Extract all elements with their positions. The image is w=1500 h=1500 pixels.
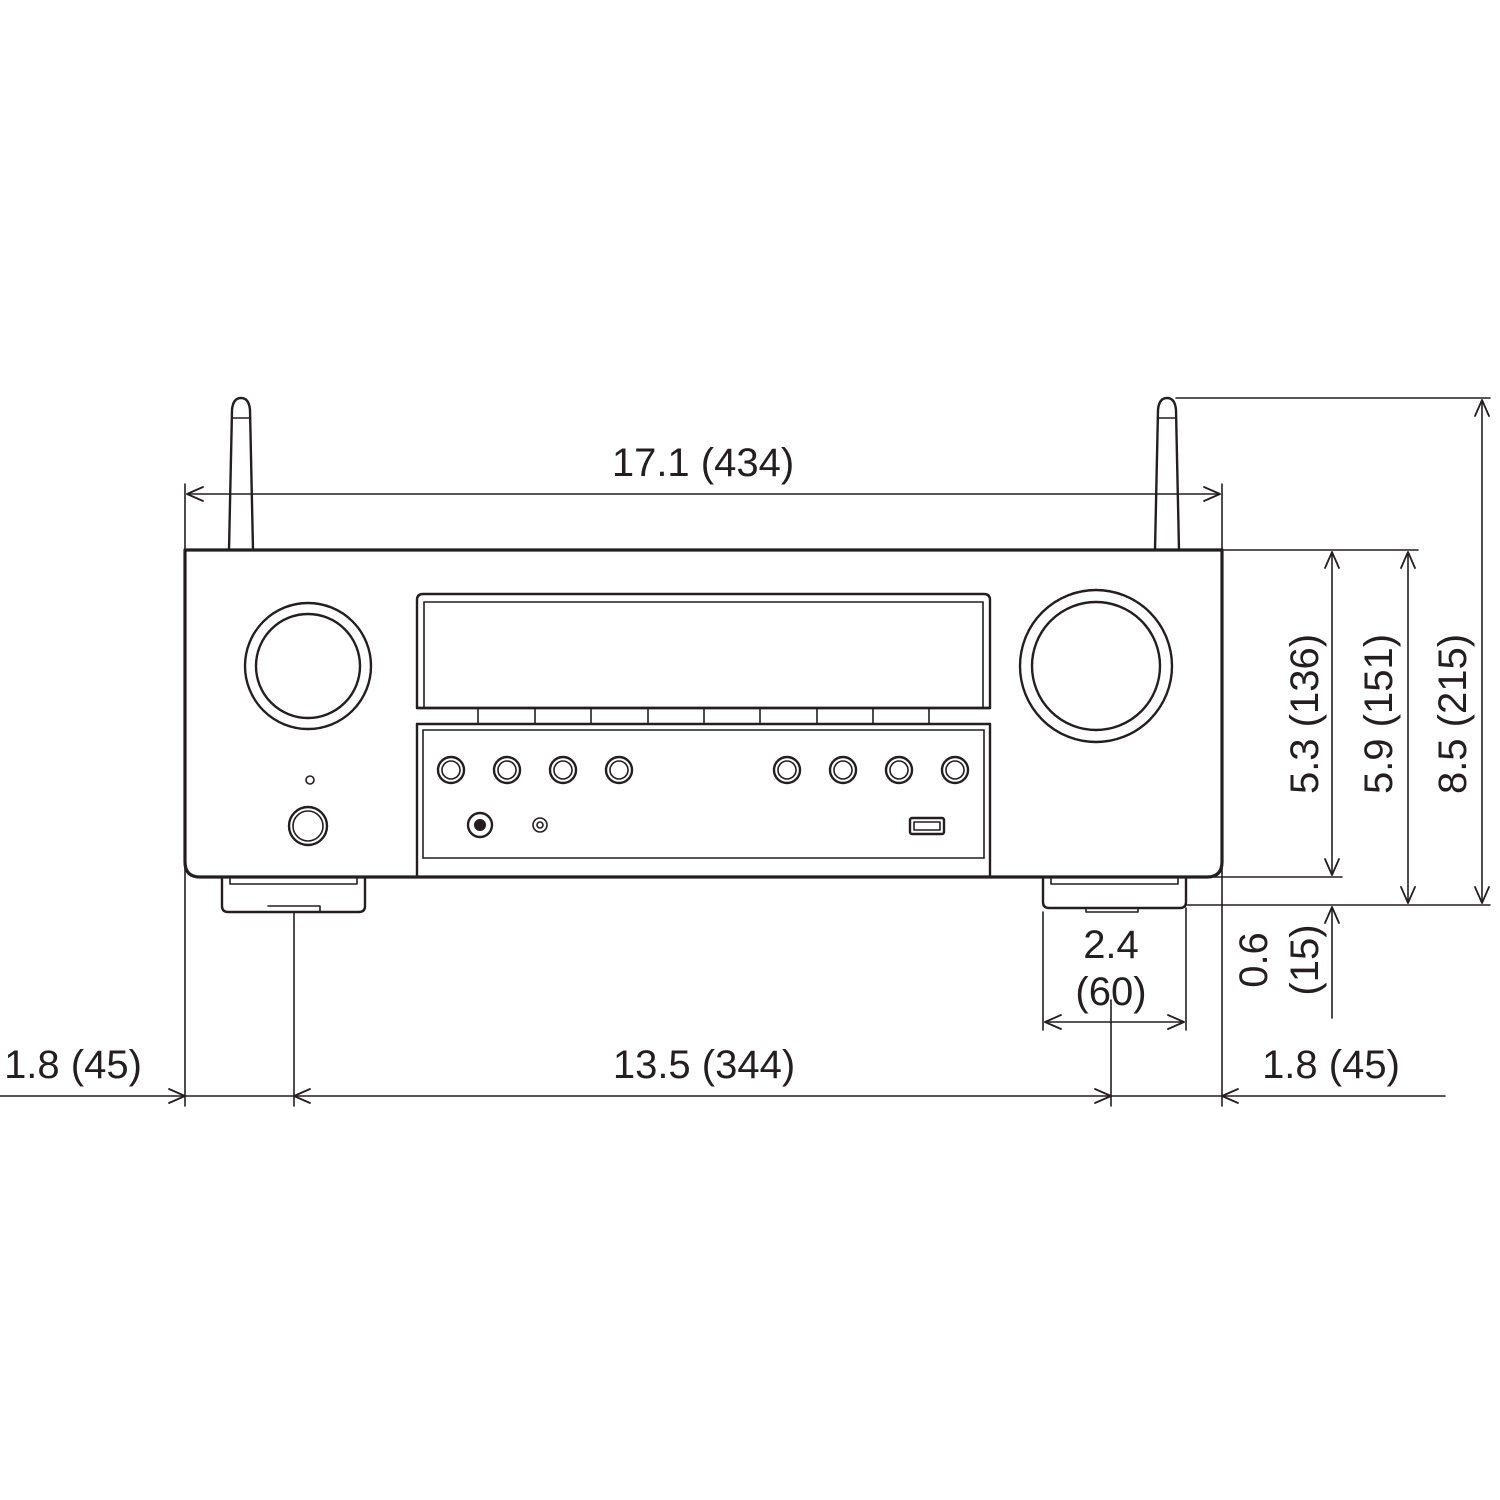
width-label: 17.1 (434) <box>612 441 794 485</box>
body-height-label: 5.3 (136) <box>1283 634 1327 794</box>
usb-port <box>908 816 946 836</box>
foot-spacing-dimension-line <box>0 1088 1446 1104</box>
left-antenna <box>227 396 255 552</box>
left-foot <box>220 875 367 914</box>
quick-select-button-strip <box>415 706 992 726</box>
foot-width-dimension-line <box>1044 1014 1185 1030</box>
setup-mic-jack <box>532 817 548 833</box>
control-button <box>548 755 578 785</box>
source-select-knob <box>243 601 373 731</box>
power-button <box>287 805 329 847</box>
right-antenna <box>1153 396 1181 552</box>
control-button <box>492 755 522 785</box>
height-with-antennas-dimension-line <box>1474 399 1490 904</box>
control-button <box>828 755 858 785</box>
height-with-antennas-label: 8.5 (215) <box>1431 634 1475 794</box>
foot-width-mm-label: (60) <box>1075 970 1146 1014</box>
power-indicator-led <box>305 775 315 785</box>
headphone-jack <box>466 811 494 839</box>
right-overhang-label: 1.8 (45) <box>1262 1043 1400 1087</box>
height-with-feet-label: 5.9 (151) <box>1357 634 1401 794</box>
foot-height-mm-label: (15) <box>1283 924 1327 995</box>
display-window <box>415 592 992 710</box>
control-button <box>772 755 802 785</box>
dimension-labels: 17.1 (434) 13.5 (344) 1.8 (45) 1.8 (45) … <box>4 441 1475 1087</box>
right-foot <box>1041 875 1188 913</box>
width-dimension-line <box>186 486 1221 502</box>
foot-spacing-label: 13.5 (344) <box>613 1043 795 1087</box>
height-with-feet-dimension-line <box>1400 551 1416 904</box>
body-height-dimension-line <box>1324 551 1340 876</box>
receiver-front-panel <box>183 396 1224 914</box>
control-button <box>940 755 970 785</box>
control-button <box>604 755 634 785</box>
control-button <box>436 755 466 785</box>
foot-height-dimension-line <box>1324 906 1340 1019</box>
lower-control-panel <box>415 722 992 878</box>
left-overhang-label: 1.8 (45) <box>4 1043 142 1087</box>
control-buttons <box>436 755 970 785</box>
dimension-lines <box>0 397 1491 1107</box>
foot-width-inch-label: 2.4 <box>1083 923 1139 967</box>
volume-knob <box>1018 588 1174 744</box>
foot-height-inch-label: 0.6 <box>1232 932 1276 988</box>
control-button <box>884 755 914 785</box>
